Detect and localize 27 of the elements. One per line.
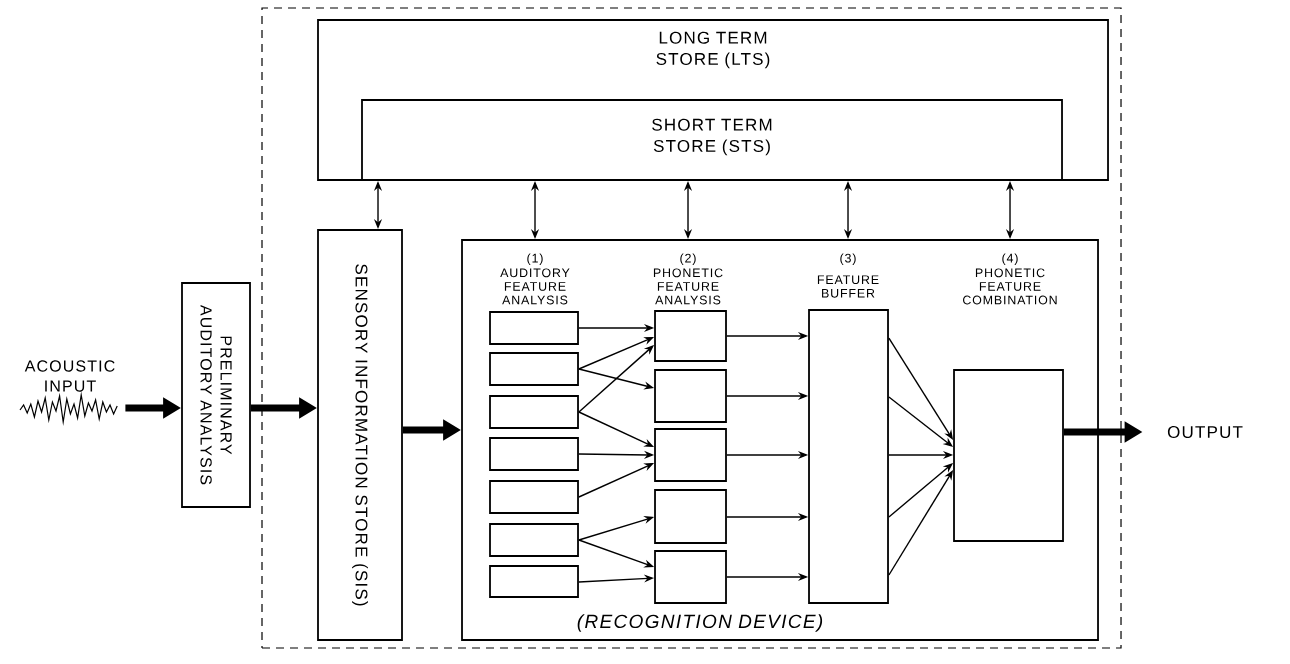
feature-box bbox=[489, 352, 579, 386]
column-heading: (2) bbox=[680, 253, 696, 265]
feature-box bbox=[654, 489, 727, 544]
feature-box bbox=[654, 428, 727, 482]
feature-box bbox=[489, 523, 579, 557]
store-label: SHORT TERM STORE (STS) bbox=[652, 118, 772, 156]
column-heading: FEATURE BUFFER bbox=[817, 275, 879, 298]
output-label: OUTPUT bbox=[1167, 426, 1243, 438]
column-heading: (3) bbox=[840, 253, 856, 265]
feature-box bbox=[489, 395, 579, 429]
feature-box bbox=[489, 311, 579, 345]
column-heading: (4) bbox=[1002, 253, 1018, 265]
input-label: ACOUSTIC INPUT bbox=[24, 360, 115, 392]
column-heading: PHONETIC FEATURE COMBINATION bbox=[963, 268, 1057, 305]
feature-box bbox=[489, 437, 579, 471]
feature-box bbox=[654, 369, 727, 423]
store-label: LONG TERM STORE (LTS) bbox=[656, 31, 770, 69]
feature-box bbox=[489, 480, 579, 514]
feature-box bbox=[654, 310, 727, 362]
device-label: (RECOGNITION DEVICE) bbox=[577, 614, 823, 632]
feature-box bbox=[654, 550, 727, 604]
combination-box bbox=[953, 369, 1064, 542]
feature-box bbox=[489, 565, 579, 598]
dashed-frame bbox=[261, 7, 1122, 649]
column-heading: (1) bbox=[527, 253, 543, 265]
process-label: PRELIMINARY AUDITORY ANALYSIS bbox=[200, 304, 232, 485]
store-label: SENSORY INFORMATION STORE (SIS) bbox=[352, 264, 368, 606]
